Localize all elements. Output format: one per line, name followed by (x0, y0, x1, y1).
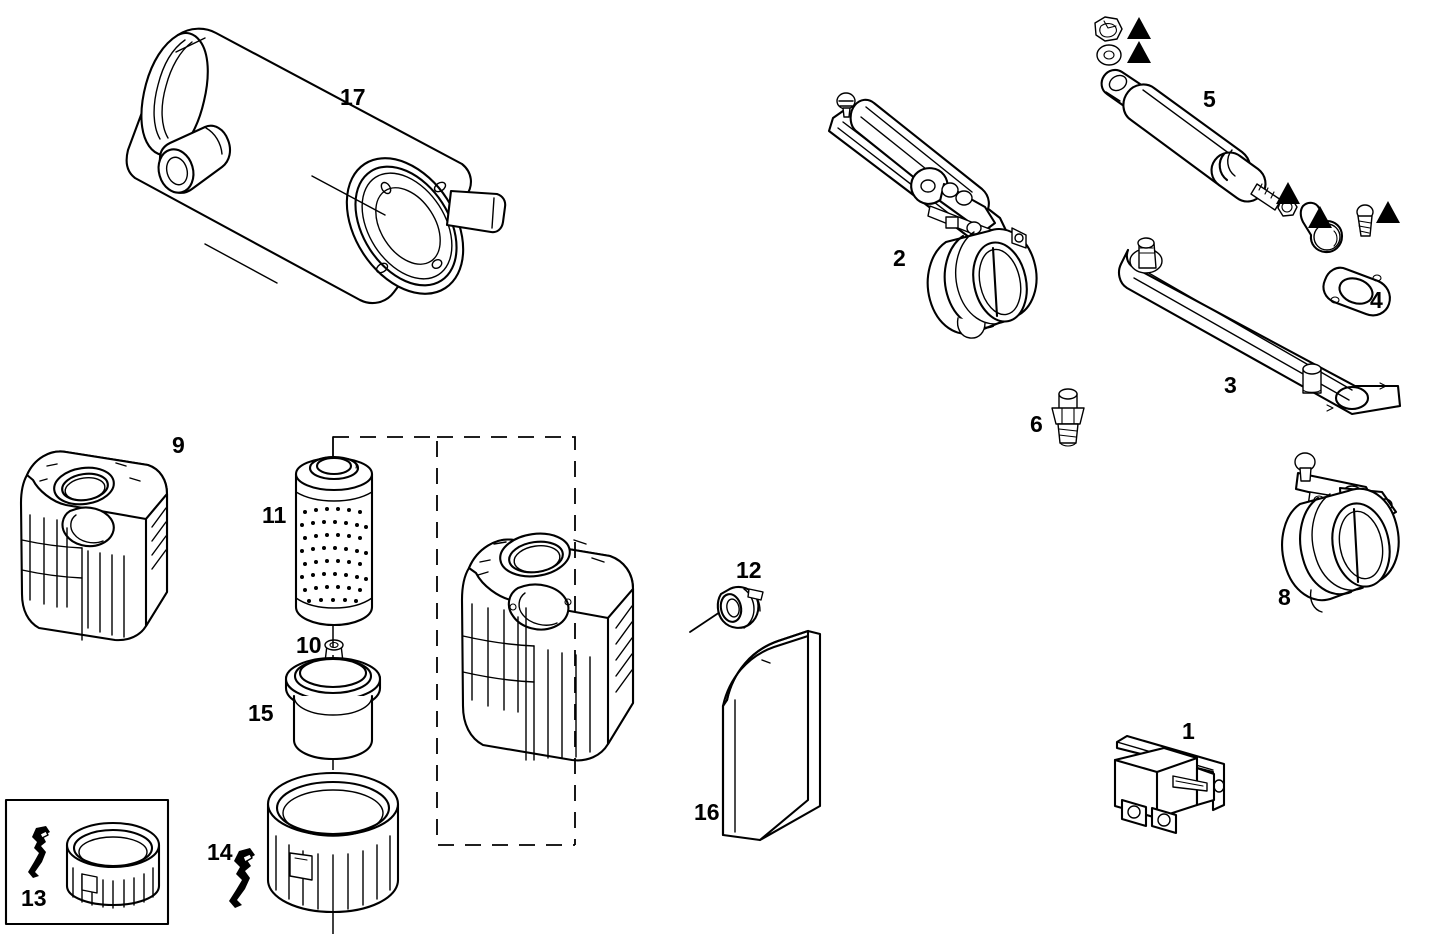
part-1-relay (1113, 734, 1226, 835)
part-13-dust-bowl (65, 821, 161, 909)
part-14-spring-clip (229, 848, 255, 908)
triangle-marker (1376, 201, 1400, 223)
part-3-mounting-bracket (1117, 237, 1402, 416)
dust-bowl-lower (266, 771, 400, 914)
part-5-bolt (1356, 204, 1374, 237)
callout-11: 11 (262, 502, 287, 528)
filter-perforations (300, 507, 368, 603)
callout-16: 16 (694, 799, 720, 825)
callout-2: 2 (893, 245, 906, 271)
callout-10: 10 (296, 632, 322, 658)
triangle-marker (1308, 206, 1332, 228)
callout-1: 1 (1182, 718, 1195, 744)
part-5-nut (1094, 16, 1123, 42)
assembly-grouping-bracket (333, 436, 576, 846)
callout-12: 12 (736, 557, 762, 583)
part-13-clip (28, 826, 50, 878)
hardware-markers (1127, 17, 1400, 228)
part-16-shield-panel (721, 629, 822, 842)
part-2-exhaust-brake-valve (827, 92, 1038, 339)
triangle-marker (1127, 17, 1151, 39)
triangle-marker (1127, 41, 1151, 63)
triangle-marker (1276, 182, 1300, 204)
part-4-gasket (1322, 266, 1391, 317)
part-5-washer (1096, 44, 1122, 66)
callout-3: 3 (1224, 372, 1237, 398)
callout-17: 17 (340, 84, 366, 110)
part-17-muffler (125, 27, 507, 305)
callout-14: 14 (207, 839, 233, 865)
callout-5: 5 (1203, 86, 1216, 112)
callout-8: 8 (1278, 584, 1291, 610)
part-11-filter-element (294, 436, 374, 627)
part-13-inset (4, 798, 170, 926)
callout-15: 15 (248, 700, 274, 726)
part-8-butterfly-valve-body (1281, 452, 1400, 613)
part-9-air-cleaner-housing (19, 450, 169, 642)
callout-4: 4 (1370, 287, 1383, 313)
callout-9: 9 (172, 432, 185, 458)
air-cleaner-housing-main (460, 532, 635, 762)
part-6-grease-nipple (1051, 388, 1085, 447)
part-12-grommet (689, 585, 764, 633)
callout-13: 13 (21, 885, 47, 911)
callout-6: 6 (1030, 411, 1043, 437)
